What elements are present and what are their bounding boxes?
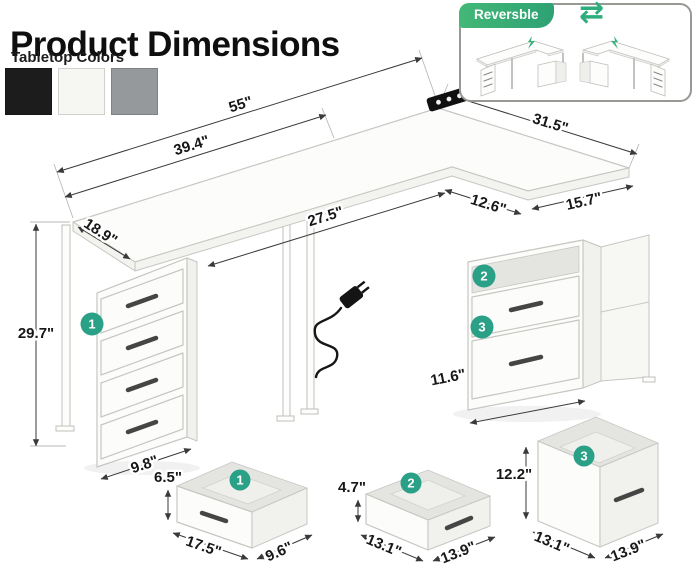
svg-text:4.7": 4.7": [338, 479, 366, 496]
page-title: Product Dimensions: [10, 25, 340, 65]
reversible-desks-illustration: [476, 35, 670, 97]
svg-text:17.5": 17.5": [184, 533, 224, 561]
dim-top-width-label: 55": [227, 93, 255, 116]
svg-text:2: 2: [480, 269, 487, 284]
swap-arrows-icon: ⇄: [579, 0, 605, 30]
dim-d3-height: 12.2": [493, 446, 535, 520]
svg-text:3: 3: [580, 449, 587, 464]
drawer-3-badge: 3: [573, 445, 595, 467]
svg-text:2: 2: [407, 476, 414, 491]
dim-height: 29.7": [15, 223, 57, 447]
swatch-black[interactable]: [5, 68, 52, 115]
drawer-detail-3: 12.2" 13.1" 13.9" 3: [493, 416, 664, 568]
svg-text:6.5": 6.5": [154, 469, 182, 486]
dim-cabinet-width-label: 11.6": [429, 366, 467, 389]
marker-2-badge: 2: [472, 264, 496, 288]
drawer-detail-1: 6.5" 17.5" 9.6" 1: [152, 461, 313, 568]
dim-height-label: 29.7": [18, 325, 54, 342]
swatch-gray[interactable]: [111, 68, 158, 115]
file-cabinet: [467, 234, 656, 411]
marker-1-badge: 1: [80, 312, 104, 336]
reversible-badge: Reversble: [459, 3, 554, 28]
dim-d2-height: 4.7": [336, 477, 368, 523]
dim-return-width-label: 15.7": [564, 189, 603, 214]
swatch-white[interactable]: [58, 68, 105, 115]
marker-3-badge: 3: [470, 315, 494, 339]
svg-text:1: 1: [88, 317, 95, 332]
drawer-1-badge: 1: [229, 469, 251, 491]
drawer-pedestal: [96, 257, 198, 468]
svg-text:3: 3: [478, 320, 485, 335]
svg-text:9.6": 9.6": [263, 538, 295, 565]
tabletop-colors-label: Tabletop Colors: [11, 49, 125, 66]
reversible-panel: Reversble ⇄: [459, 0, 692, 102]
drawer-2-badge: 2: [400, 472, 422, 494]
tabletop-color-swatches: [5, 68, 158, 115]
svg-text:1: 1: [236, 473, 243, 488]
svg-text:12.2": 12.2": [496, 466, 532, 483]
plug-cable-icon: [313, 280, 370, 379]
dim-left-width-label: 39.4": [172, 132, 212, 159]
dim-return-inner-label: 12.6": [468, 191, 508, 218]
dim-return-length-label: 31.5": [530, 110, 570, 137]
dim-d1-height: 6.5": [152, 467, 184, 521]
drawer-detail-2: 4.7" 13.1" 13.9" 2: [336, 469, 496, 570]
